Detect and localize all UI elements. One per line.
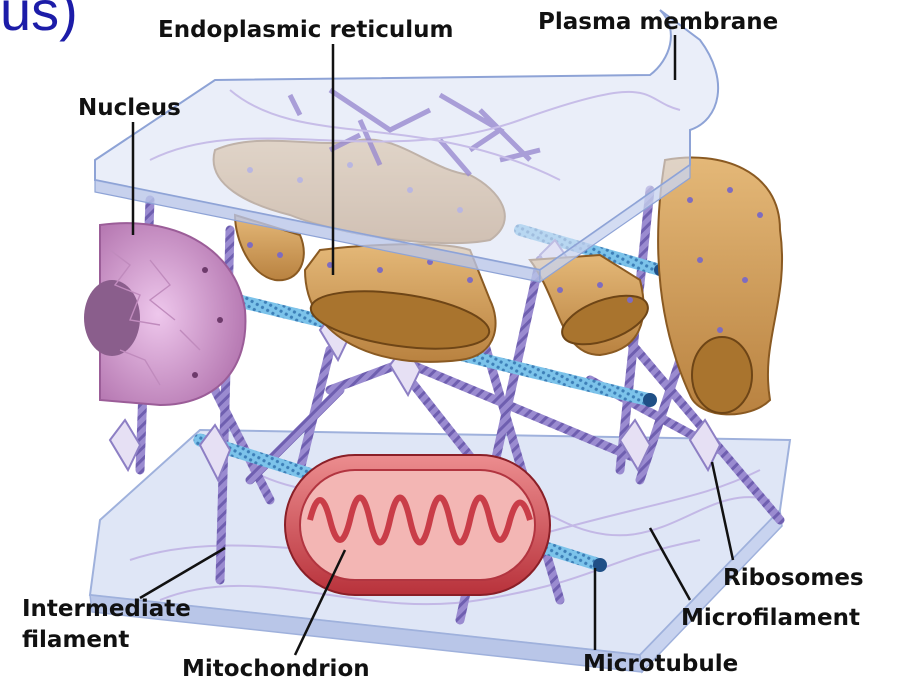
- label-microtubule: Microtubule: [583, 652, 738, 676]
- label-plasma-membrane: Plasma membrane: [538, 10, 778, 34]
- label-intermediate-filament-line1: Intermediate: [22, 597, 191, 621]
- corner-title-fragment: us): [0, 0, 78, 43]
- label-endoplasmic-reticulum: Endoplasmic reticulum: [158, 18, 453, 42]
- label-ribosomes: Ribosomes: [723, 566, 864, 590]
- mitochondrion: [285, 455, 550, 595]
- label-nucleus: Nucleus: [78, 96, 181, 120]
- label-intermediate-filament-line2: filament: [22, 628, 129, 652]
- nucleus: [84, 223, 245, 405]
- label-microfilament: Microfilament: [681, 606, 860, 630]
- label-mitochondrion: Mitochondrion: [182, 657, 370, 681]
